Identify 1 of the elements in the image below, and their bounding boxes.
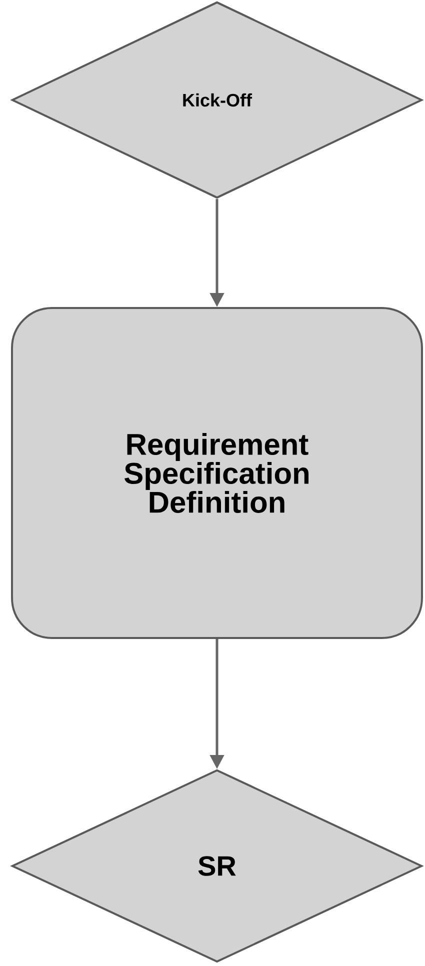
process-box: Requirement Specification Definition bbox=[11, 307, 423, 639]
